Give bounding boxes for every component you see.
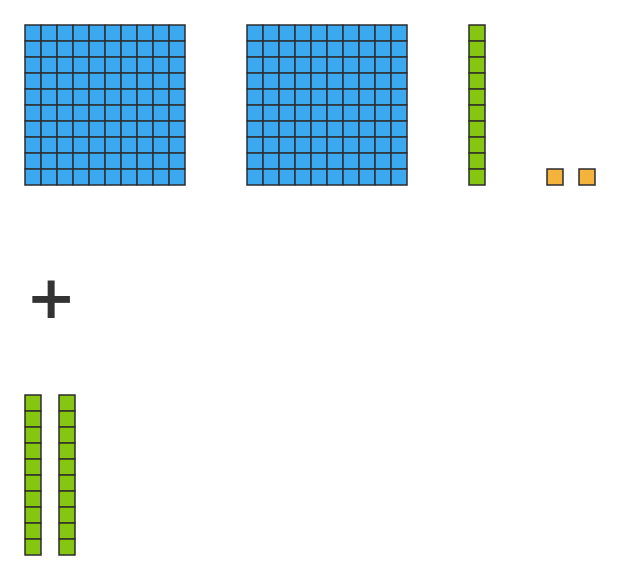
hundred-flat: [24, 24, 186, 186]
plus-sign: +: [26, 263, 77, 333]
ten-rod: [24, 394, 42, 556]
ten-rod: [468, 24, 486, 186]
addend-1-blocks: [24, 24, 596, 186]
ten-rod: [58, 394, 76, 556]
one-cube: [578, 168, 596, 186]
one-cube: [546, 168, 564, 186]
addend-2-blocks: [24, 394, 76, 556]
hundred-flat: [246, 24, 408, 186]
